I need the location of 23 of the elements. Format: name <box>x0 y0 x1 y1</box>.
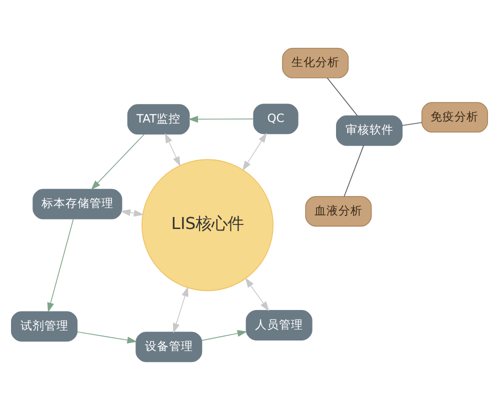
arrow <box>120 208 144 216</box>
node-box: 标本存储管理 <box>32 188 122 219</box>
arrow <box>76 330 138 343</box>
connector <box>402 122 422 126</box>
arrow <box>245 277 270 311</box>
arrow <box>47 218 74 312</box>
arrow <box>90 134 144 190</box>
node-box: QC <box>253 103 298 134</box>
connector <box>326 77 358 116</box>
node-box: 免疫分析 <box>421 102 488 132</box>
node-box: 血液分析 <box>305 196 372 226</box>
node-box: 试剂管理 <box>11 310 78 342</box>
arrow <box>242 132 267 170</box>
node-box: 设备管理 <box>136 331 202 362</box>
arrow <box>172 286 188 333</box>
arrow <box>164 132 180 166</box>
node-box: 审核软件 <box>336 114 403 146</box>
arrow <box>188 115 254 122</box>
arrow <box>202 330 248 340</box>
node-box: 人员管理 <box>246 310 312 340</box>
node-box: 生化分析 <box>282 47 349 78</box>
node-box: TAT监控 <box>127 104 190 134</box>
connector <box>344 144 364 196</box>
